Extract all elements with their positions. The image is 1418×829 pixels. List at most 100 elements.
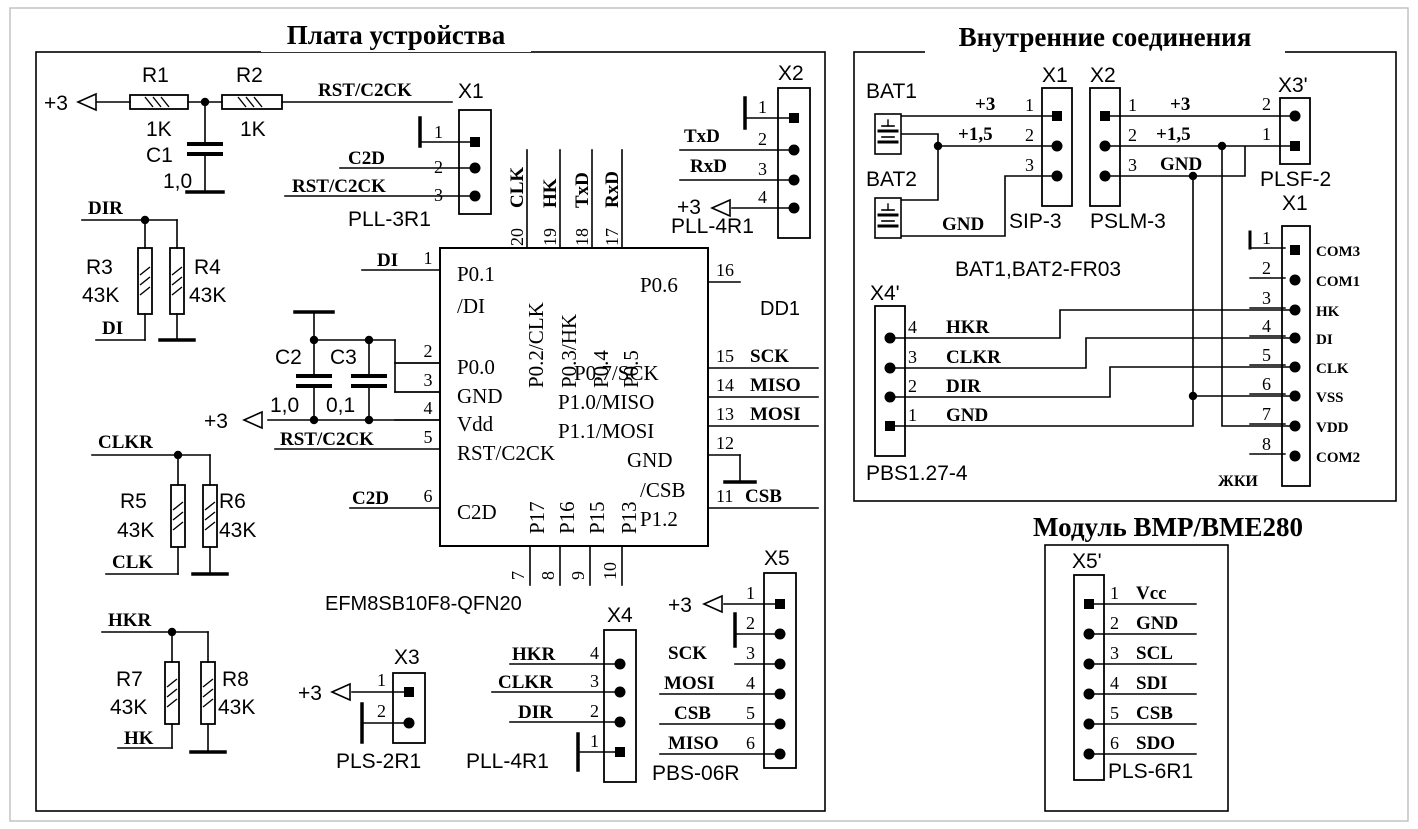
- mcu-pin-number: 2: [424, 341, 433, 361]
- mcu-net-label: HK: [540, 178, 561, 208]
- connector-x3p: [1279, 97, 1311, 165]
- pin-number: 4: [590, 643, 599, 663]
- mcu-pin-name: P1.2: [640, 507, 678, 531]
- pin-square: [789, 113, 799, 123]
- resistor-hatch: [204, 521, 216, 531]
- x3p-type: PLSF-2: [1260, 168, 1331, 191]
- c1-value: 1,0: [163, 170, 192, 193]
- junction-dot: [788, 174, 800, 186]
- connector-int-x2: [1089, 87, 1121, 207]
- junction-dot: [1099, 170, 1111, 182]
- pin-number: 3: [746, 643, 755, 663]
- r1-value: 1K: [146, 118, 172, 141]
- wire: [901, 133, 1055, 147]
- resistor-r3: [137, 247, 153, 315]
- int-x1-type: SIP-3: [1009, 210, 1062, 233]
- module-pin-net: GND: [1136, 613, 1178, 634]
- mcu-pin-number: 17: [602, 228, 622, 246]
- module-title: Модуль BMP/BME280: [1033, 512, 1303, 542]
- pin-number: 3: [1110, 643, 1119, 663]
- pin-number: 1: [434, 122, 443, 142]
- pin-number: 3: [1025, 155, 1034, 175]
- junction-dot: [774, 688, 786, 700]
- mcu-pin-name: P1.0/MISO: [558, 390, 654, 414]
- frames: [9, 7, 1409, 822]
- module-pin-net: Vcc: [1136, 583, 1167, 604]
- pin-number: 2: [590, 701, 599, 721]
- resistor-hatch: [166, 678, 178, 688]
- outer-frame: [9, 7, 1409, 822]
- mcu-net-label: C2D: [352, 488, 389, 509]
- x3-type: PLS-2R1: [336, 750, 421, 773]
- pin-number: 7: [1262, 404, 1271, 424]
- mcu-net-label: MOSI: [750, 404, 801, 425]
- wire: [890, 337, 1295, 369]
- resistor-hatch: [171, 286, 183, 296]
- power-arrow-icon: [330, 682, 351, 702]
- wire: [901, 175, 1055, 237]
- pin-number: 4: [908, 317, 917, 337]
- pin-square: [470, 137, 480, 147]
- mcu-pin-name: GND: [627, 448, 673, 472]
- junction-dot: [774, 658, 786, 670]
- r5-ref: R5: [120, 490, 147, 513]
- mcu-pin-name: P0.5: [619, 350, 643, 388]
- r5-value: 43K: [117, 519, 154, 542]
- mcu-pin-number: 5: [424, 427, 433, 447]
- mcu-pin-number: 6: [424, 486, 433, 506]
- x3-ref: X3: [394, 646, 420, 669]
- junction-dot: [788, 144, 800, 156]
- c3-value: 0,1: [326, 394, 355, 417]
- c3-ref: C3: [330, 346, 357, 369]
- resistor-hatch: [172, 521, 184, 531]
- mcu-body: [439, 247, 709, 547]
- net-label: CLKR: [946, 347, 1001, 368]
- x5-type: PBS-06R: [652, 762, 740, 785]
- junction-dot: [1289, 361, 1301, 373]
- r3-ref: R3: [86, 256, 113, 279]
- mcu-pin-name: P0.0: [457, 355, 495, 379]
- int-x2-ref: X2: [1090, 64, 1116, 87]
- r2-ref: R2: [236, 64, 263, 87]
- power-arrow-icon: [76, 92, 97, 112]
- internal-title: Внутренние соединения: [959, 22, 1252, 52]
- resistor-hatch: [253, 96, 263, 108]
- pin-number: 1: [1262, 228, 1271, 248]
- dir-net-label: DIR: [88, 198, 123, 219]
- pin-number: 5: [1110, 703, 1119, 723]
- mcu-pin-number: 12: [716, 433, 734, 453]
- pin-square: [1052, 111, 1062, 121]
- mcu-pin-name: P17: [525, 501, 549, 534]
- pin-square: [1290, 141, 1300, 151]
- connector-x5: [763, 572, 797, 769]
- r7-value: 43K: [110, 696, 147, 719]
- pin-number: 4: [758, 187, 767, 207]
- junction-dot: [1289, 304, 1301, 316]
- mcu-pin-number: 1: [424, 248, 433, 268]
- x4-type: PLL-4R1: [466, 750, 549, 773]
- connector-net-label: RxD: [690, 156, 727, 177]
- hk-net-label: HK: [124, 728, 154, 749]
- junction-dot: [1083, 748, 1095, 760]
- pin-square: [1290, 245, 1300, 255]
- connector-x4: [603, 629, 637, 783]
- junction-dot: [1051, 140, 1063, 152]
- lcd-pin-net: COM1: [1316, 274, 1360, 290]
- mcu-pin-number: 7: [508, 571, 528, 580]
- resistor-r6: [202, 484, 218, 548]
- int-x2-type: PSLM-3: [1090, 210, 1166, 233]
- resistor-hatch: [144, 96, 154, 108]
- x5p-ref: X5': [1072, 550, 1102, 573]
- mcu-pin-number: 11: [716, 486, 733, 506]
- module-pin-net: SDO: [1136, 733, 1175, 754]
- junction-dot: [364, 335, 374, 345]
- resistor-r7: [164, 661, 180, 725]
- resistor-r5: [170, 484, 186, 548]
- mcu-pin-number: 8: [538, 571, 558, 580]
- junction-dot: [364, 415, 374, 425]
- r7-ref: R7: [116, 668, 143, 691]
- mcu-pin-number: 3: [424, 370, 433, 390]
- junction-dot: [1289, 390, 1301, 402]
- junction-dot: [469, 162, 481, 174]
- r8-value: 43K: [218, 696, 255, 719]
